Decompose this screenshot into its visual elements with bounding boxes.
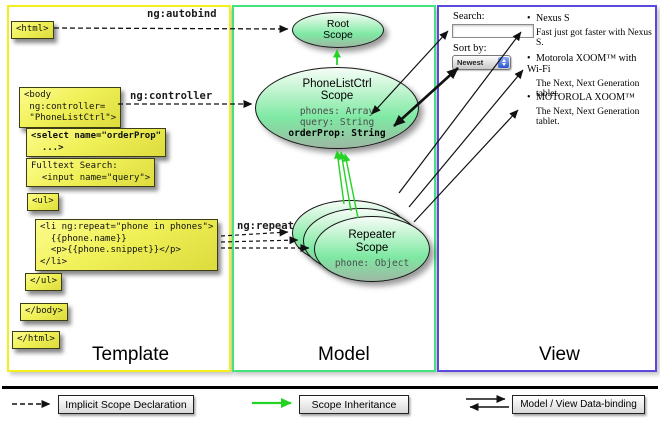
phone-snippet: The Next, Next Generation tablet. [536, 79, 640, 99]
ng-repeat-label: ng:repeat [237, 220, 294, 232]
bullet-icon: • [527, 92, 531, 103]
search-label: Search: [453, 11, 485, 22]
view-column-title: View [539, 344, 580, 365]
sort-dropdown-value: Newest [457, 58, 484, 67]
phonelistctrl-scope-ellipse: PhoneListCtrl Scope phones: Array query:… [255, 67, 419, 149]
repeater-scope-title: Repeater Scope [348, 229, 396, 254]
template-column-title: Template [92, 344, 170, 365]
phone-title: MOTOROLA XOOM™ [536, 92, 635, 103]
prop-phone: phone: Object [334, 258, 410, 269]
repeater-scope-ellipse-front: Repeater Scope phone: Object [314, 216, 430, 282]
code-fulltext-search: Fulltext Search: <input name="query"> [26, 158, 156, 187]
ng-controller-label: ng:controller [130, 90, 213, 102]
sort-dropdown[interactable]: Newest [452, 55, 511, 70]
phone-title: Motorola XOOM™ with Wi-Fi [527, 53, 637, 75]
code-li-repeat: <li ng:repeat="phone in phones"> {{phone… [35, 219, 219, 271]
phone-snippet: The Next, Next Generation tablet. [536, 107, 640, 127]
search-input[interactable] [452, 24, 534, 38]
legend-scope-inheritance: Scope Inheritance [299, 395, 409, 414]
code-body-open: <body ng:controller= "PhoneListCtrl"> [19, 87, 122, 128]
phone-snippet: Fast just got faster with Nexus S. [536, 28, 652, 48]
code-html-open: <html> [11, 21, 54, 39]
code-html-close: </html> [12, 331, 60, 349]
phone-title: Nexus S [536, 13, 570, 24]
phonelistctrl-scope-title: PhoneListCtrl Scope [302, 77, 372, 103]
code-select: <select name="orderProp" ...> [26, 128, 167, 157]
dropdown-stepper-icon [498, 57, 509, 68]
ng-autobind-label: ng:autobind [147, 8, 217, 20]
code-ul-close: </ul> [25, 273, 63, 291]
model-panel [232, 5, 436, 372]
phone-list-item: • MOTOROLA XOOM™ The Next, Next Generatio… [527, 92, 653, 127]
bullet-icon: • [527, 53, 531, 64]
code-body-close: </body> [20, 303, 68, 321]
code-ul-open: <ul> [27, 193, 59, 211]
prop-orderprop: orderProp: String [288, 127, 386, 139]
legend-implicit-scope: Implicit Scope Declaration [58, 395, 194, 414]
prop-phones: phones: Array [299, 105, 375, 117]
root-scope-title: Root Scope [323, 18, 353, 41]
model-column-title: Model [318, 344, 370, 365]
legend-divider-line [2, 386, 658, 389]
phone-list-item: •Motorola XOOM™ with Wi-Fi The Next, Nex… [527, 53, 653, 99]
root-scope-ellipse: Root Scope [292, 12, 384, 48]
prop-query: query: String [299, 116, 375, 128]
legend-databinding: Model / View Data-binding [512, 395, 645, 414]
phone-list-item: • Nexus S Fast just got faster with Nexus… [527, 13, 653, 48]
bullet-icon: • [527, 13, 531, 24]
sort-by-label: Sort by: [453, 43, 487, 54]
